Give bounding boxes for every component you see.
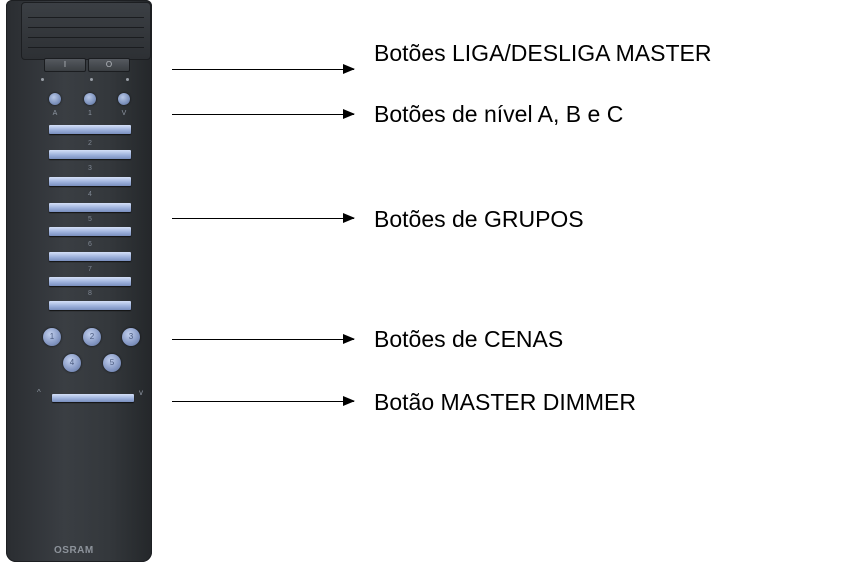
label-scene-buttons: Botões de CENAS — [374, 326, 564, 352]
group-number: 3 — [88, 165, 92, 172]
master-on-button[interactable]: I — [44, 58, 86, 72]
dimmer-up-label: v — [139, 388, 143, 397]
label-group-buttons: Botões de GRUPOS — [374, 206, 584, 232]
label-master-onoff: Botões LIGA/DESLIGA MASTER — [374, 40, 712, 66]
group-button-4[interactable] — [49, 203, 131, 212]
scene-button-5[interactable]: 5 — [103, 354, 121, 372]
group-button-2[interactable] — [49, 150, 131, 159]
level-button-b[interactable] — [84, 93, 96, 105]
arrow-scene-buttons — [172, 334, 355, 344]
level-button-c[interactable] — [118, 93, 130, 105]
label-master-dimmer: Botão MASTER DIMMER — [374, 389, 636, 415]
group-button-6[interactable] — [49, 252, 131, 261]
scene-button-2[interactable]: 2 — [83, 328, 101, 346]
group-button-1[interactable] — [49, 125, 131, 134]
brand-logo: OSRAM — [54, 545, 94, 556]
group-button-3[interactable] — [49, 177, 131, 186]
level-button-a[interactable] — [49, 93, 61, 105]
remote-control: I O A 1 V 2 3 4 5 6 7 8 1 2 3 4 5 ^ v OS… — [6, 0, 152, 562]
indicator-dot — [41, 78, 44, 81]
level-label-b: 1 — [88, 110, 92, 117]
scene-button-1[interactable]: 1 — [43, 328, 61, 346]
group-number: 8 — [88, 290, 92, 297]
arrow-master-onoff — [172, 64, 355, 74]
group-button-7[interactable] — [49, 277, 131, 286]
scene-button-3[interactable]: 3 — [122, 328, 140, 346]
level-label-a: A — [52, 110, 58, 117]
arrow-level-buttons — [172, 109, 355, 119]
group-number: 4 — [88, 191, 92, 198]
dimmer-down-label: ^ — [37, 388, 41, 397]
arrow-master-dimmer — [172, 396, 355, 406]
group-number: 2 — [88, 140, 92, 147]
group-number: 6 — [88, 241, 92, 248]
arrow-group-buttons — [172, 213, 355, 223]
group-number: 7 — [88, 266, 92, 273]
label-level-buttons: Botões de nível A, B e C — [374, 101, 624, 127]
group-button-5[interactable] — [49, 227, 131, 236]
master-dimmer-slider[interactable] — [52, 394, 134, 402]
level-label-c: V — [121, 110, 127, 117]
group-number: 5 — [88, 216, 92, 223]
indicator-dot — [126, 78, 129, 81]
group-button-8[interactable] — [49, 301, 131, 310]
indicator-dot — [90, 78, 93, 81]
remote-top-panel — [21, 2, 151, 60]
master-off-button[interactable]: O — [88, 58, 130, 72]
scene-button-4[interactable]: 4 — [63, 354, 81, 372]
